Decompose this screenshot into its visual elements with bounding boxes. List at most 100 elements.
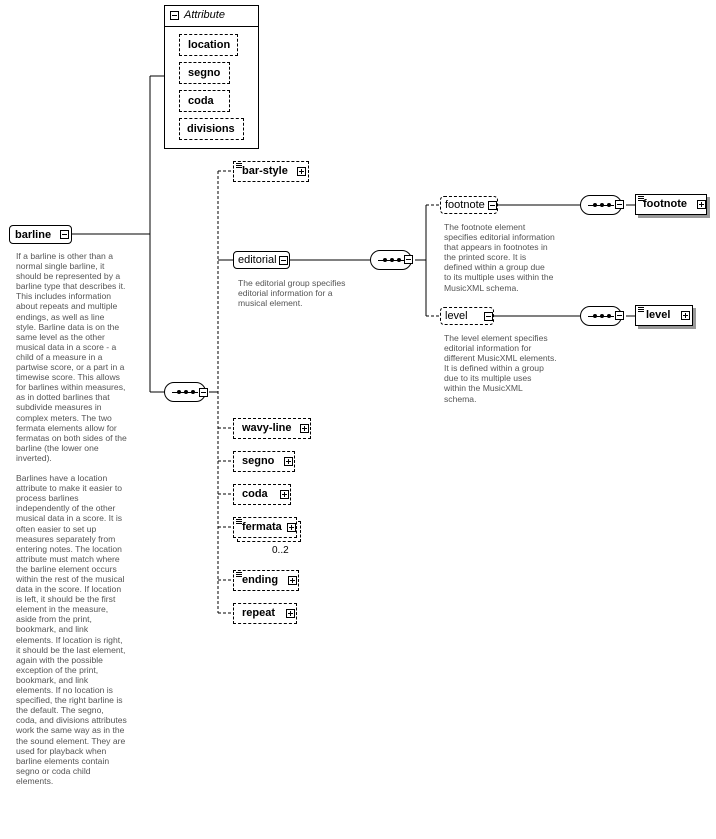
barline-doc-line: it should be the last element, bbox=[16, 644, 126, 655]
wavy-line-element[interactable]: wavy-line bbox=[233, 418, 311, 439]
level-doc-line: The level element specifies bbox=[444, 333, 548, 343]
documentation-icon bbox=[236, 163, 242, 169]
expand-icon[interactable] bbox=[681, 311, 690, 320]
segno-element[interactable]: segno bbox=[233, 451, 295, 472]
footnote-label: footnote bbox=[445, 199, 485, 211]
footnote-doc-line: MusicXML schema. bbox=[444, 282, 519, 293]
barline-doc-line: independently of the other bbox=[16, 503, 116, 514]
expand-icon[interactable] bbox=[697, 200, 706, 209]
barline-doc-line: within the rest of the musical bbox=[16, 574, 125, 584]
editorial-doc-line: The editorial group specifies bbox=[238, 278, 346, 288]
barline-doc-line: barline (the lower one bbox=[16, 442, 99, 453]
level-doc-line: schema. bbox=[444, 393, 477, 404]
repeat-element[interactable]: repeat bbox=[233, 603, 297, 624]
barline-doc-line: barline elements contain bbox=[16, 755, 110, 766]
expand-icon[interactable] bbox=[297, 167, 306, 176]
barline-doc-line: measures separately from bbox=[16, 533, 116, 544]
ending-element[interactable]: ending bbox=[233, 570, 299, 591]
barline-doc-line: aside from the print, bbox=[16, 614, 92, 625]
barline-doc-line: specified, the right barline is bbox=[16, 695, 123, 706]
barline-element[interactable]: barline bbox=[9, 225, 72, 244]
collapse-icon[interactable] bbox=[199, 388, 208, 397]
barline-doc-line: exception of the print, bbox=[16, 664, 99, 675]
barline-doc-line: musical data in a score. It is bbox=[16, 513, 123, 524]
collapse-icon[interactable] bbox=[404, 255, 413, 264]
level-element-label: level bbox=[646, 309, 671, 321]
footnote-doc-line: defined within a group due bbox=[444, 262, 545, 273]
footnote-doc-line: The footnote element bbox=[444, 222, 526, 232]
barline-doc-line: fermata elements allow for bbox=[16, 422, 117, 433]
collapse-icon[interactable] bbox=[615, 200, 624, 209]
coda-label: coda bbox=[242, 488, 268, 500]
attribute-divisions[interactable]: divisions bbox=[179, 118, 244, 140]
level-doc-line: editorial information for bbox=[444, 343, 532, 354]
bar-style-element[interactable]: bar-style bbox=[233, 161, 309, 182]
attribute-coda-label: coda bbox=[188, 95, 214, 107]
barline-doc-line: barline type that describes it. bbox=[16, 281, 126, 292]
expand-icon[interactable] bbox=[300, 424, 309, 433]
attribute-group-header: Attribute bbox=[184, 9, 225, 21]
repeat-label: repeat bbox=[242, 607, 276, 619]
collapse-icon[interactable] bbox=[60, 230, 69, 239]
barline-doc-line: style. Barline data is on the bbox=[16, 321, 120, 332]
barline-doc-line: the sound element. They are bbox=[16, 735, 126, 746]
bar-style-label: bar-style bbox=[242, 165, 288, 177]
collapse-icon[interactable] bbox=[279, 256, 288, 265]
editorial-doc-line: musical element. bbox=[238, 298, 303, 309]
footnote-sequence-compositor[interactable] bbox=[580, 195, 622, 215]
attribute-group: Attribute location segno coda divisions bbox=[164, 5, 259, 149]
attribute-segno-label: segno bbox=[188, 67, 221, 79]
barline-doc-line: as in dotted barlines that bbox=[16, 392, 110, 403]
footnote-group[interactable]: footnote bbox=[440, 196, 498, 214]
collapse-icon[interactable] bbox=[615, 311, 624, 320]
fermata-element[interactable]: fermata bbox=[233, 517, 297, 538]
barline-doc-line: fermatas on both sides of the bbox=[16, 432, 127, 443]
expand-icon[interactable] bbox=[288, 576, 297, 585]
barline-doc-line: subdivide measures in bbox=[16, 402, 102, 413]
barline-doc-line: same level as the other bbox=[16, 331, 105, 342]
editorial-sequence-compositor[interactable] bbox=[370, 250, 412, 270]
editorial-group[interactable]: editorial bbox=[233, 251, 290, 269]
barline-doc-line: process barlines bbox=[16, 493, 79, 504]
barline-doc-line: coda, and divisions attributes bbox=[16, 715, 127, 726]
documentation-icon bbox=[236, 519, 242, 525]
barline-doc-line: segno or coda child bbox=[16, 765, 91, 776]
barline-label: barline bbox=[15, 229, 52, 241]
barline-doc-line: timewise score. This allows bbox=[16, 372, 120, 383]
attribute-segno[interactable]: segno bbox=[179, 62, 230, 84]
expand-icon[interactable] bbox=[284, 457, 293, 466]
documentation-icon bbox=[236, 572, 242, 578]
barline-doc-line: data in the score. If location bbox=[16, 584, 122, 595]
attribute-location-label: location bbox=[188, 39, 231, 51]
barline-doc-line: should be represented by a bbox=[16, 271, 121, 282]
expand-icon[interactable] bbox=[280, 490, 289, 499]
expand-icon[interactable] bbox=[287, 523, 296, 532]
barline-doc-line: attribute must match where bbox=[16, 553, 120, 564]
barline-doc-line: the barline element occurs bbox=[16, 563, 117, 574]
collapse-icon[interactable] bbox=[484, 312, 493, 321]
barline-doc-line: This includes information bbox=[16, 291, 112, 302]
level-doc-line: within the MusicXML bbox=[444, 383, 523, 394]
barline-doc-line: element in the measure, bbox=[16, 604, 109, 615]
attribute-location[interactable]: location bbox=[179, 34, 238, 56]
collapse-icon[interactable] bbox=[488, 201, 497, 210]
coda-element[interactable]: coda bbox=[233, 484, 291, 505]
editorial-doc-line: editorial information for a bbox=[238, 288, 333, 299]
barline-doc-line: elements. If location is right, bbox=[16, 634, 123, 645]
level-element[interactable]: level bbox=[635, 305, 693, 326]
footnote-doc-line: that appears in footnotes in bbox=[444, 242, 548, 253]
barline-doc-line: elements. If no location is bbox=[16, 685, 113, 696]
level-sequence-compositor[interactable] bbox=[580, 306, 622, 326]
level-group[interactable]: level bbox=[440, 307, 494, 325]
expand-icon[interactable] bbox=[286, 609, 295, 618]
level-label: level bbox=[445, 310, 468, 322]
documentation-icon bbox=[638, 307, 644, 313]
footnote-element[interactable]: footnote bbox=[635, 194, 707, 215]
collapse-icon[interactable] bbox=[170, 11, 179, 20]
barline-doc-line: is left, it should be the first bbox=[16, 594, 116, 605]
attribute-coda[interactable]: coda bbox=[179, 90, 230, 112]
level-doc-line: different MusicXML elements. bbox=[444, 353, 557, 364]
barline-doc-line bbox=[16, 463, 144, 473]
